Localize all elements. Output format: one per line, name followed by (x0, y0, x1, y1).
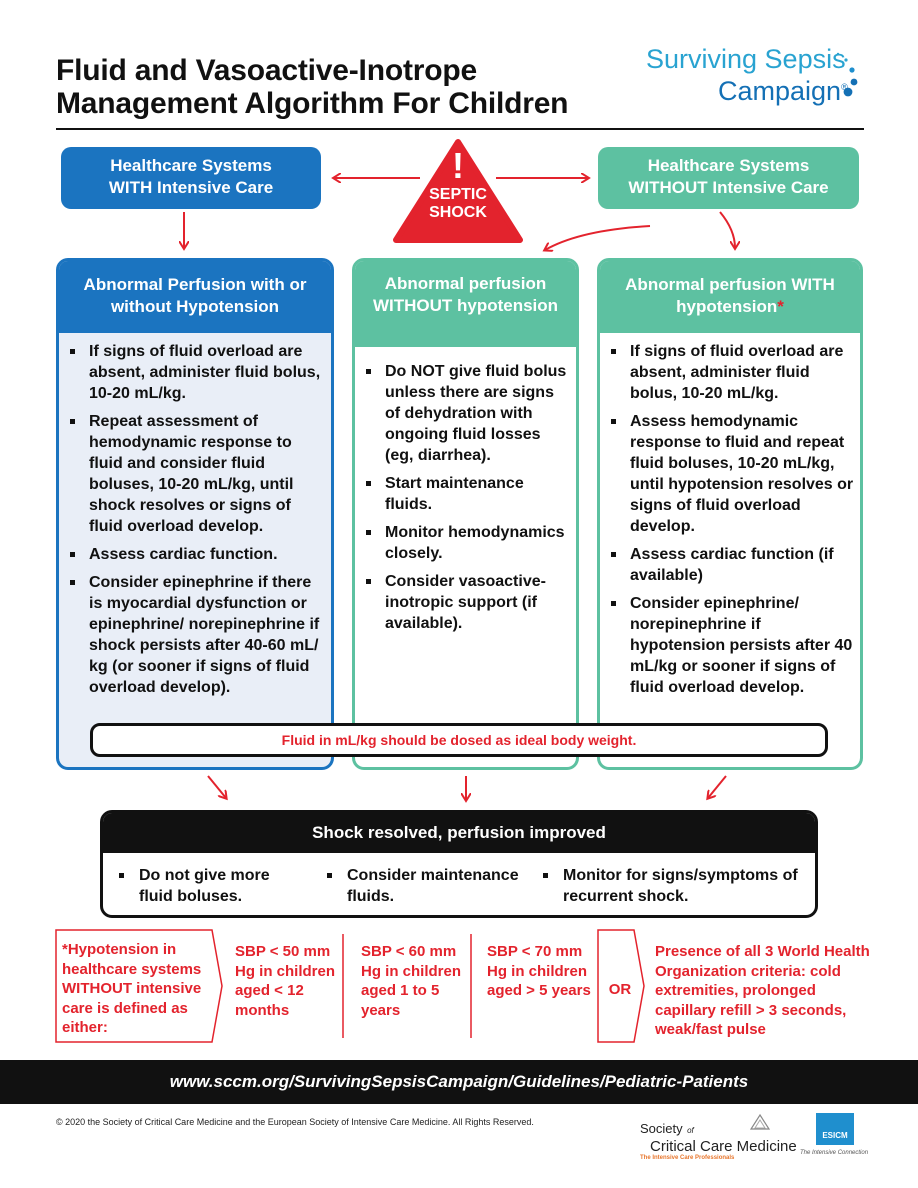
list-item: Assess hemodynamic response to fluid and… (600, 411, 854, 537)
arrow-resolved-left (207, 775, 226, 798)
column-abnormal-perfusion-with-hypotension: Abnormal perfusion WITH hypotension* If … (597, 258, 863, 770)
column-right-heading: Abnormal perfusion WITH hypotension* (600, 261, 860, 333)
sccm-name: Critical Care Medicine (650, 1138, 797, 1155)
title-divider (56, 128, 864, 130)
hypotension-definition: *Hypotension in healthcare systems WITHO… (62, 941, 202, 1036)
sccm-society: Society (640, 1121, 683, 1136)
column-left-list: If signs of fluid overload are absent, a… (59, 333, 331, 698)
exclamation-icon: ! (452, 145, 464, 186)
sbp-criterion-under-12-months: SBP < 50 mm Hg in children aged < 12 mon… (235, 943, 336, 1019)
septic-line-1: SEPTIC (429, 186, 487, 203)
list-item: If signs of fluid overload are absent, a… (600, 341, 854, 404)
sccm-of: of (687, 1126, 694, 1135)
column-middle-heading: Abnormal perfusion WITHOUT hypotension (355, 261, 576, 347)
system-with-intensive-care: Healthcare Systems WITH Intensive Care (61, 147, 321, 209)
asterisk-mark: * (777, 297, 784, 316)
sbp-criterion-1-to-5-years: SBP < 60 mm Hg in children aged 1 to 5 y… (361, 943, 462, 1019)
list-item: If signs of fluid overload are absent, a… (59, 341, 321, 404)
sccm-logo: Society of Critical Care Medicine The In… (640, 1120, 797, 1161)
list-item: Consider epinephrine if there is myocard… (59, 572, 321, 698)
column-middle-list: Do NOT give fluid bolus unless there are… (355, 347, 576, 634)
registered-mark: ® (841, 82, 848, 92)
ssc-logo-line-2: Campaign® (718, 76, 848, 107)
list-item: Monitor hemodynamics closely. (355, 522, 568, 564)
dosing-note: Fluid in mL/kg should be dosed as ideal … (90, 723, 828, 757)
resolved-item: Monitor for signs/symptoms of recurrent … (537, 865, 807, 907)
or-chevron-frame (597, 929, 645, 1043)
system-without-line-1: Healthcare Systems (647, 156, 810, 175)
list-item: Assess cardiac function. (59, 544, 321, 565)
sbp-criterion-over-5-years: SBP < 70 mm Hg in children aged > 5 year… (487, 943, 591, 999)
column-right-list: If signs of fluid overload are absent, a… (600, 333, 860, 698)
guidelines-url[interactable]: www.sccm.org/SurvivingSepsisCampaign/Gui… (0, 1060, 918, 1104)
esicm-logo: ESICM (816, 1113, 854, 1145)
warning-triangle-icon (393, 139, 523, 243)
esicm-tagline: The Intensive Connection (800, 1150, 869, 1156)
column-right-heading-text: Abnormal perfusion WITH hypotension (625, 275, 835, 316)
ssc-logo-line-1: Surviving Sepsis (646, 44, 846, 74)
sccm-triangle-icon (750, 1114, 770, 1130)
column-abnormal-perfusion-with-or-without-hypotension: Abnormal Perfusion with or without Hypot… (56, 258, 334, 770)
hypotension-definition-frame (55, 929, 645, 1043)
system-with-line-2: WITH Intensive Care (108, 178, 274, 197)
ssc-logo: Surviving Sepsis Campaign® (636, 44, 872, 114)
column-left-heading: Abnormal Perfusion with or without Hypot… (59, 261, 331, 333)
who-criteria: Presence of all 3 World Health Organizat… (655, 943, 870, 1038)
system-without-line-2: WITHOUT Intensive Care (628, 178, 829, 197)
list-item: Repeat assessment of hemodynamic respons… (59, 411, 321, 537)
arrow-resolved-right (708, 775, 727, 798)
resolved-item: Do not give more fluid boluses. (113, 865, 303, 907)
title-line-2: Management Algorithm For Children (56, 87, 569, 120)
list-item: Consider epinephrine/ norepinephrine if … (600, 593, 854, 698)
list-item: Do NOT give fluid bolus unless there are… (355, 361, 568, 466)
arrow-down-right (719, 211, 735, 248)
copyright-notice: © 2020 the Society of Critical Care Medi… (56, 1117, 534, 1127)
column-abnormal-perfusion-without-hypotension: Abnormal perfusion WITHOUT hypotension D… (352, 258, 579, 770)
septic-line-2: SHOCK (429, 204, 487, 221)
system-without-intensive-care: Healthcare Systems WITHOUT Intensive Car… (598, 147, 859, 209)
arrow-to-middle (545, 225, 651, 250)
definition-chevron-frame (55, 929, 223, 1043)
shock-resolved-heading: Shock resolved, perfusion improved (103, 813, 815, 853)
page-title: Fluid and Vasoactive-Inotrope Management… (56, 54, 569, 120)
list-item: Consider vasoactive-inotropic support (i… (355, 571, 568, 634)
septic-shock-label: ! SEPTIC SHOCK (420, 146, 496, 222)
resolved-item: Consider maintenance fluids. (321, 865, 531, 907)
list-item: Assess cardiac function (if available) (600, 544, 854, 586)
list-item: Start maintenance fluids. (355, 473, 568, 515)
shock-resolved-box: Shock resolved, perfusion improved Do no… (100, 810, 818, 918)
flow-arrows (0, 139, 918, 810)
sccm-tagline: The Intensive Care Professionals (640, 1155, 735, 1161)
system-with-line-1: Healthcare Systems (110, 156, 272, 175)
dots-icon (836, 52, 858, 97)
or-label: OR (608, 981, 632, 998)
title-line-1: Fluid and Vasoactive-Inotrope (56, 54, 477, 87)
ssc-logo-campaign: Campaign (718, 76, 842, 106)
